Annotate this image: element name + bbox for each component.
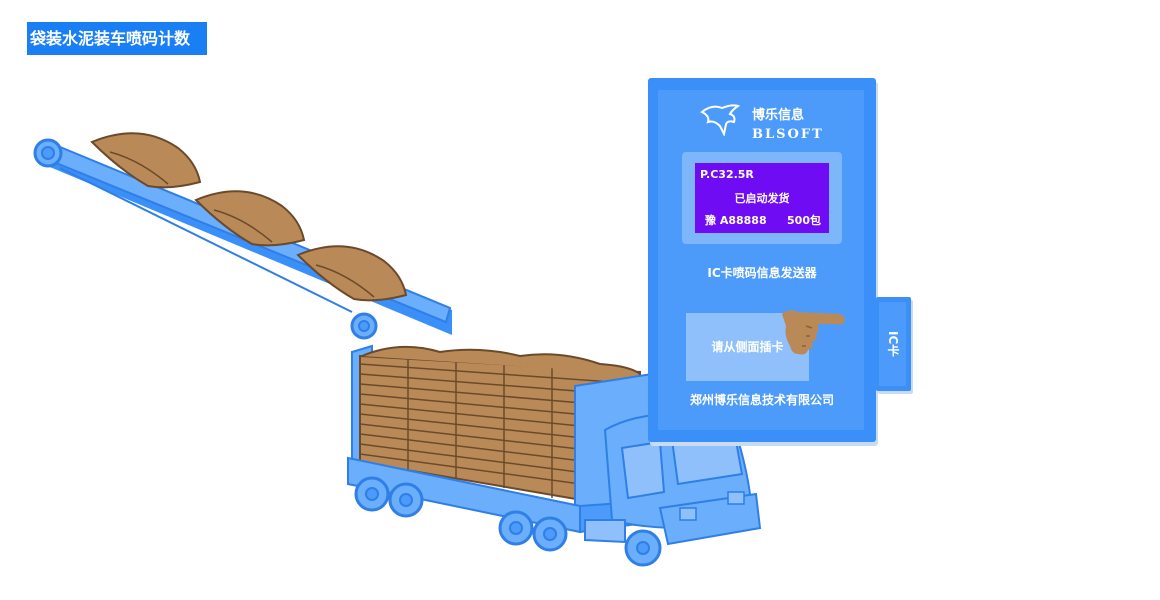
wheel bbox=[388, 482, 424, 518]
company-name: 郑州博乐信息技术有限公司 bbox=[689, 393, 834, 407]
truck-cab bbox=[584, 412, 762, 546]
lcd-screen: P.C32.5R 已启动发货 豫 A88888 500包 bbox=[695, 163, 829, 233]
device-name: IC卡喷码信息发送器 bbox=[707, 266, 817, 280]
screen-product-code: P.C32.5R bbox=[700, 168, 754, 181]
screen-count: 500包 bbox=[787, 214, 821, 227]
wheel bbox=[624, 529, 662, 567]
brand-en: BLSOFT bbox=[752, 127, 824, 142]
screen-plate: 豫 A88888 bbox=[705, 214, 767, 227]
truck bbox=[347, 344, 762, 567]
ic-card-label: IC卡 bbox=[886, 331, 900, 357]
brand-cn: 博乐信息 bbox=[752, 108, 805, 123]
wheel bbox=[354, 476, 390, 512]
insert-card-prompt[interactable]: 请从侧面插卡 bbox=[686, 313, 809, 381]
cement-bag bbox=[194, 190, 306, 247]
screen-frame: P.C32.5R 已启动发货 豫 A88888 500包 bbox=[682, 152, 842, 244]
screen-status: 已启动发货 bbox=[734, 192, 790, 205]
ic-card-slot[interactable]: IC卡 bbox=[876, 297, 911, 391]
wheel bbox=[498, 510, 534, 546]
page-title: 袋装水泥装车喷码计数 bbox=[27, 22, 207, 55]
pointing-hand-icon bbox=[782, 310, 845, 355]
cement-bag bbox=[90, 132, 202, 189]
wheel bbox=[532, 516, 568, 552]
cement-bag bbox=[296, 245, 408, 302]
bull-logo-icon bbox=[700, 104, 740, 136]
ic-card-sender-device: 博乐信息 BLSOFT P.C32.5R 已启动发货 豫 A88888 500包… bbox=[648, 78, 876, 442]
